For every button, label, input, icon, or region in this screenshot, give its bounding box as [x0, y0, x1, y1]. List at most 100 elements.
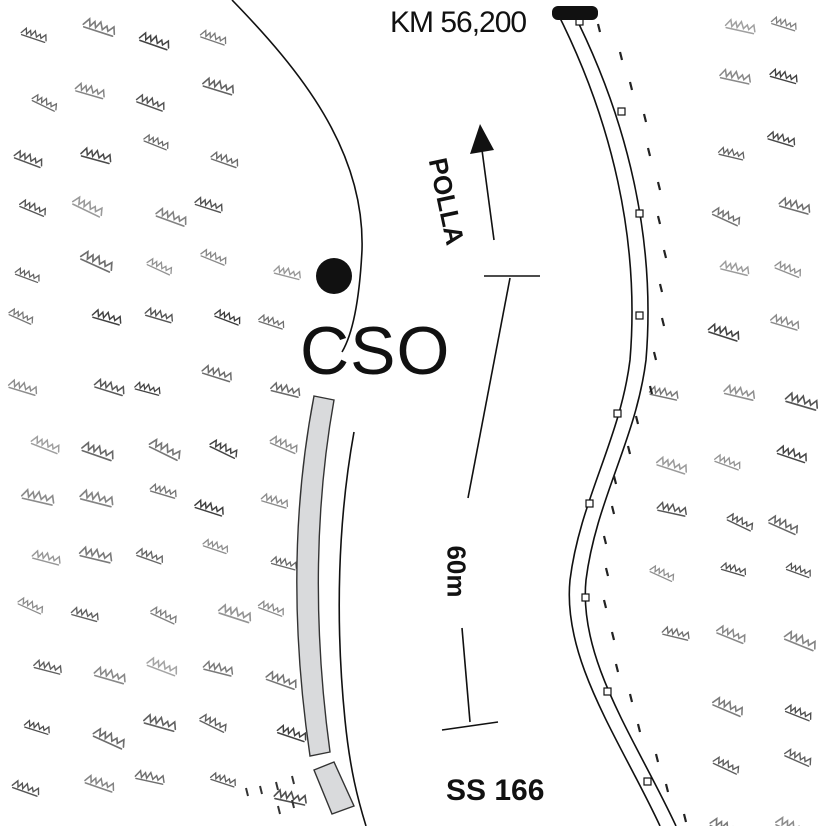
- vegetation-symbol: [661, 625, 691, 642]
- vegetation-symbol: [198, 28, 229, 46]
- vegetation-symbol: [134, 769, 166, 786]
- embankment-tick: [656, 181, 662, 191]
- vegetation-symbol: [13, 266, 42, 284]
- vegetation-symbol: [718, 259, 751, 277]
- embankment-tick: [602, 535, 608, 545]
- vegetation-symbol: [92, 377, 127, 397]
- vegetation-symbol: [32, 658, 64, 676]
- road-marker: [603, 687, 612, 696]
- vegetation-symbol: [717, 146, 746, 161]
- vegetation-symbol: [201, 659, 235, 677]
- embankment-tick: [656, 215, 662, 225]
- vegetation-symbol: [134, 547, 166, 565]
- vegetation-symbol: [91, 726, 128, 751]
- vegetation-symbol: [766, 513, 801, 536]
- embankment-tick: [610, 631, 616, 641]
- embankment-tick: [660, 317, 666, 327]
- embankment-tick: [654, 753, 660, 763]
- vegetation-symbol: [7, 378, 39, 397]
- road-marker: [581, 593, 590, 602]
- embankment-tick: [682, 813, 688, 823]
- embankment-tick: [604, 567, 610, 577]
- vegetation-symbol: [29, 434, 62, 455]
- vegetation-symbol: [259, 492, 290, 509]
- embankment-tick: [642, 113, 648, 123]
- vegetation-symbol: [648, 385, 680, 401]
- vegetation-symbol: [137, 30, 172, 51]
- vegetation-symbol: [773, 815, 809, 826]
- vegetation-symbol: [23, 719, 52, 736]
- vegetation-symbol: [710, 695, 746, 718]
- vegetation-symbol: [12, 148, 45, 169]
- vegetation-symbol: [256, 599, 286, 618]
- direction-arrow: [470, 124, 495, 241]
- embankment-tick: [652, 351, 658, 361]
- embankment-tick: [636, 723, 642, 733]
- site-label: CSO: [300, 313, 451, 389]
- vegetation-symbol: [269, 555, 299, 571]
- vegetation-symbol: [16, 595, 46, 615]
- vegetation-symbol: [775, 444, 810, 464]
- vegetation-symbol: [216, 602, 254, 624]
- vegetation-symbol: [142, 133, 171, 151]
- vegetation-symbol: [766, 130, 797, 148]
- road-marker: [617, 107, 626, 116]
- vegetation-symbol: [264, 669, 299, 691]
- embankment-tick: [634, 415, 640, 425]
- vegetation-symbol: [777, 196, 813, 216]
- vegetation-symbol: [269, 381, 302, 399]
- vegetation-symbol: [78, 488, 116, 508]
- vegetation-symbol: [30, 92, 60, 113]
- vegetation-symbol: [257, 313, 287, 330]
- vegetation-symbol: [655, 501, 689, 518]
- road-label: SS 166: [446, 774, 545, 807]
- embankment-tick: [618, 51, 624, 61]
- embankment-tick: [662, 249, 668, 259]
- structure-small: [313, 761, 355, 815]
- vegetation-symbol: [10, 778, 42, 798]
- embankment-tick: [664, 783, 670, 793]
- vegetation-symbol: [773, 259, 804, 279]
- embankment-tick: [612, 475, 618, 485]
- road-marker: [643, 777, 652, 786]
- embankment-tick: [602, 599, 608, 609]
- vegetation-symbol: [83, 773, 117, 794]
- vegetation-symbol: [7, 307, 36, 326]
- vegetation-symbol: [70, 606, 101, 623]
- vegetation-symbol: [17, 198, 49, 218]
- embankment-tick: [610, 505, 616, 515]
- road-side-markers: [575, 17, 688, 823]
- road-marker: [585, 499, 594, 508]
- vegetation-symbol: [147, 436, 184, 462]
- vegetation-symbol: [782, 747, 814, 768]
- main-road-ss166: [555, 9, 677, 826]
- vegetation-symbol: [79, 146, 114, 165]
- scale-bar: [441, 275, 540, 731]
- vegetation-symbol: [209, 150, 241, 169]
- vegetation-symbol: [73, 81, 107, 100]
- vegetation-symbol: [90, 308, 124, 326]
- site-marker-dot: [316, 258, 352, 294]
- road-marker: [635, 311, 644, 320]
- vegetation-symbol: [193, 498, 226, 517]
- vegetation-symbol: [710, 205, 743, 227]
- vegetation-symbol: [148, 482, 179, 500]
- vegetation-symbol: [78, 248, 116, 274]
- vegetation-symbol: [719, 561, 748, 577]
- vegetation-symbol: [213, 308, 243, 327]
- vegetation-symbol: [725, 511, 756, 532]
- vegetation-symbol: [782, 629, 819, 652]
- vegetation-symbol: [193, 195, 225, 214]
- vegetation-symbol: [70, 194, 106, 219]
- vegetation-symbol: [770, 15, 799, 32]
- vegetation-symbol: [201, 537, 230, 555]
- road-marker: [613, 409, 622, 418]
- embankment-tick: [648, 385, 654, 395]
- vegetation-symbol: [209, 771, 238, 788]
- vegetation-symbol: [783, 703, 814, 722]
- vegetation-symbol: [149, 605, 179, 625]
- vegetation-symbol: [154, 206, 189, 228]
- embankment-tick: [596, 23, 602, 33]
- vegetation-symbol: [208, 437, 240, 460]
